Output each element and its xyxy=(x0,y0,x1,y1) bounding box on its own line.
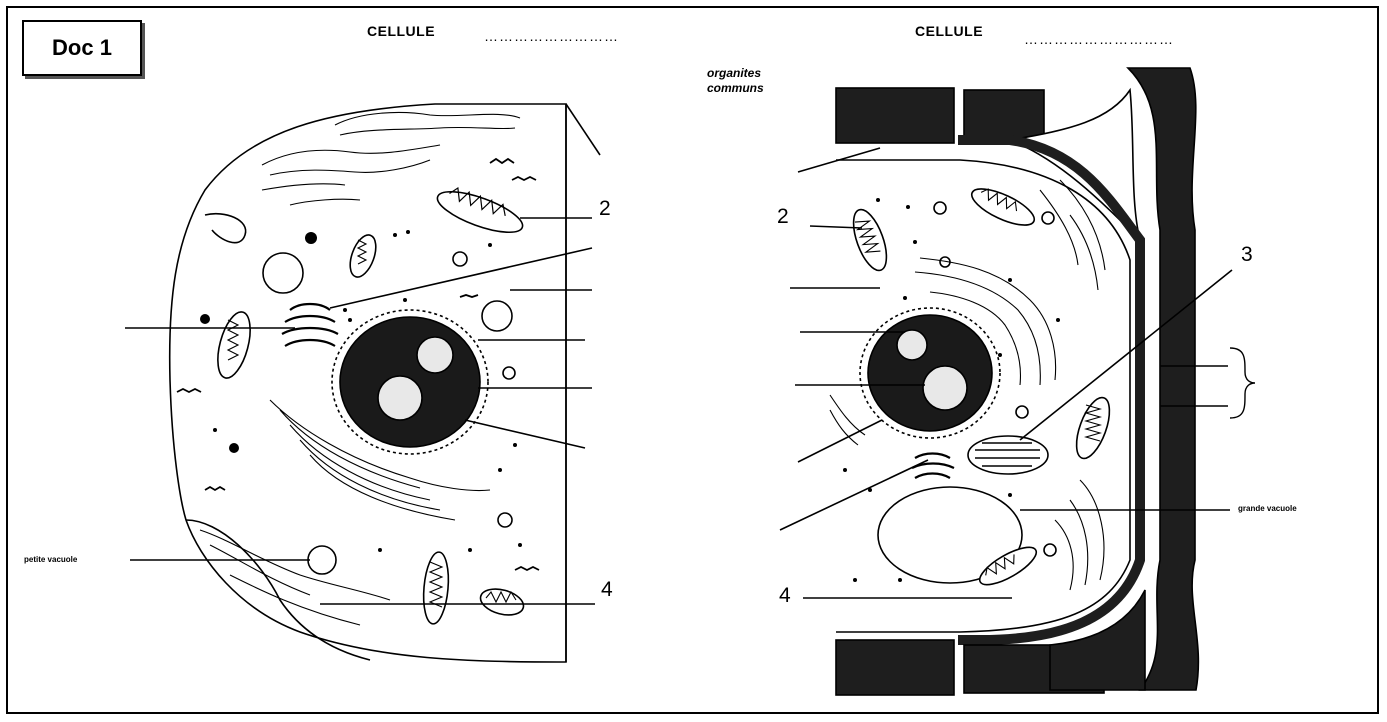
right-label-3: 3 xyxy=(1241,243,1253,267)
organelles-line1: organites xyxy=(707,66,764,81)
organelles-label: organites communs xyxy=(707,66,764,96)
right-vacuole-label: grande vacuole xyxy=(1238,504,1297,513)
right-label-2: 2 xyxy=(777,205,789,229)
chloroplast xyxy=(968,436,1048,474)
organelles-line2: communs xyxy=(707,81,764,96)
right-label-4: 4 xyxy=(779,584,791,608)
